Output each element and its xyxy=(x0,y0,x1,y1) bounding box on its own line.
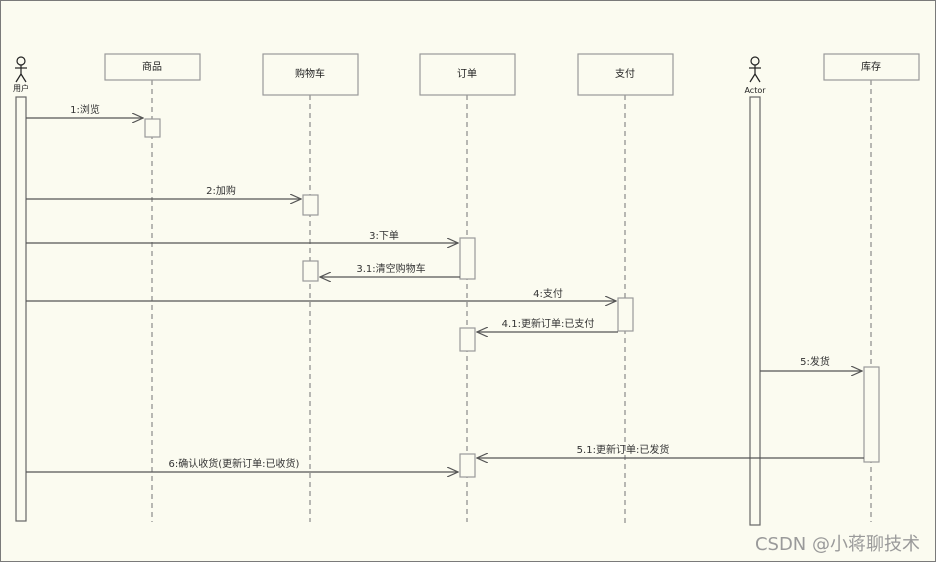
actor-actor-bar xyxy=(749,96,761,526)
activation-cart-2 xyxy=(302,260,319,282)
actor-actor: Actor xyxy=(744,56,766,526)
message-5-1: 5.1:更新订单:已发货 xyxy=(477,443,864,458)
object-order: 订单 xyxy=(419,53,516,96)
message-label: 5:发货 xyxy=(800,355,830,368)
activation-pay xyxy=(617,297,634,332)
message-6: 6:确认收货(更新订单:已收货) xyxy=(26,457,458,472)
object-goods-box xyxy=(104,53,201,81)
message-label: 4.1:更新订单:已支付 xyxy=(502,317,595,330)
object-pay: 支付 xyxy=(577,53,674,96)
object-order-box xyxy=(419,53,516,96)
object-order-label: 订单 xyxy=(457,68,477,80)
activation-stock xyxy=(863,366,880,463)
activation-order-1 xyxy=(459,237,476,280)
message-label: 2:加购 xyxy=(206,184,236,197)
stick-figure-icon xyxy=(15,56,27,83)
stick-figure-icon xyxy=(749,56,761,83)
object-stock-box xyxy=(823,53,920,81)
object-cart: 购物车 xyxy=(262,53,359,96)
object-goods-label: 商品 xyxy=(142,60,162,73)
object-stock-label: 库存 xyxy=(861,60,881,73)
object-goods: 商品 xyxy=(104,53,201,81)
message-label: 4:支付 xyxy=(533,287,563,300)
actor-user-bar xyxy=(15,96,27,522)
activation-goods xyxy=(144,118,161,138)
activation-order-2 xyxy=(459,327,476,352)
message-label: 3.1:清空购物车 xyxy=(356,262,425,275)
actor-user: 用户 xyxy=(13,56,29,522)
message-3: 3:下单 xyxy=(26,230,458,243)
activation-order-3 xyxy=(459,453,476,478)
object-stock: 库存 xyxy=(823,53,920,81)
actor-actor-label: Actor xyxy=(744,86,766,95)
actor-user-label: 用户 xyxy=(13,83,29,93)
message-label: 6:确认收货(更新订单:已收货) xyxy=(169,457,300,470)
watermark-text: CSDN @小蒋聊技术 xyxy=(755,534,920,555)
activation-cart-1 xyxy=(302,194,319,216)
message-4: 4:支付 xyxy=(26,287,616,301)
object-cart-label: 购物车 xyxy=(295,67,325,80)
message-2: 2:加购 xyxy=(26,184,301,199)
message-5: 5:发货 xyxy=(760,355,862,371)
object-pay-box xyxy=(577,53,674,96)
message-label: 1:浏览 xyxy=(70,103,100,116)
object-pay-label: 支付 xyxy=(615,67,635,80)
message-1: 1:浏览 xyxy=(26,103,143,118)
message-3-1: 3.1:清空购物车 xyxy=(320,262,460,277)
message-4-1: 4.1:更新订单:已支付 xyxy=(477,317,618,332)
message-label: 3:下单 xyxy=(369,230,399,242)
message-label: 5.1:更新订单:已发货 xyxy=(577,443,670,456)
object-cart-box xyxy=(262,53,359,96)
